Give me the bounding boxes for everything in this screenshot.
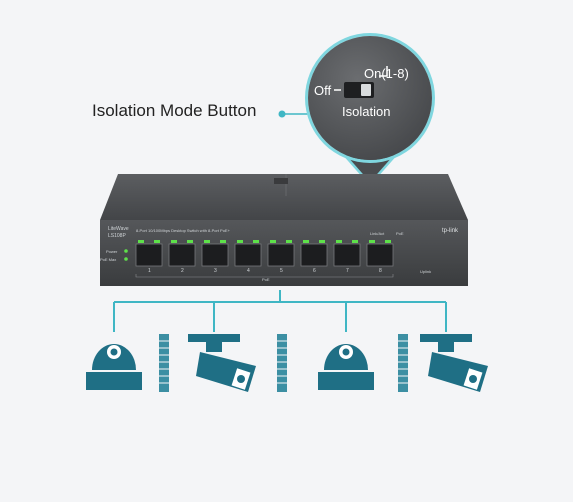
rj45-port [300, 243, 328, 267]
port-led [138, 240, 144, 243]
poe-bottom-label: PoE [262, 277, 270, 282]
link-act-label: Link/Act [370, 231, 385, 236]
port-led [352, 240, 358, 243]
brick-wall-icon [277, 334, 287, 392]
poe-max-label: PoE Max [100, 257, 117, 262]
port-number: 1 [148, 268, 151, 274]
port-number: 2 [181, 268, 184, 274]
status-led [124, 257, 128, 261]
port-led [336, 240, 342, 243]
port-led [204, 240, 210, 243]
port-led [303, 240, 309, 243]
model-name: LS108P [108, 233, 126, 239]
status-led [124, 249, 128, 253]
brick-wall-icon [159, 334, 169, 392]
brick-wall-icon [398, 334, 408, 392]
port-led [154, 240, 160, 243]
model-small: LiteWave [108, 226, 129, 232]
poe-header-label: PoE [396, 231, 404, 236]
rj45-port [267, 243, 295, 267]
port-number: 7 [346, 268, 349, 274]
port-number: 5 [280, 268, 283, 274]
port-led [286, 240, 292, 243]
rj45-port [201, 243, 229, 267]
dome-camera-icon [318, 344, 374, 390]
rj45-port [333, 243, 361, 267]
callout-label: Isolation Mode Button [92, 101, 257, 120]
port-led [171, 240, 177, 243]
device-description: 8-Port 10/100Mbps Desktop Switch with 8-… [136, 228, 230, 233]
port-led [270, 240, 276, 243]
bullet-camera-icon [188, 334, 256, 392]
on-label: On(1-8) [364, 66, 409, 81]
port-led [253, 240, 259, 243]
rj45-port [135, 243, 163, 267]
bullet-camera-icon [420, 334, 488, 392]
port-led [237, 240, 243, 243]
isolation-button-zoom: On(1-8) Off Isolation [308, 36, 432, 160]
port-number: 8 [379, 268, 382, 274]
rj45-port [366, 243, 394, 267]
port-number: 6 [313, 268, 316, 274]
poe-bracket [135, 274, 394, 278]
toggle-switch-icon [334, 66, 388, 98]
port-led [220, 240, 226, 243]
off-label: Off [314, 83, 332, 98]
port-number: 4 [247, 268, 250, 274]
rj45-port [234, 243, 262, 267]
uplink-label: Uplink [420, 269, 432, 274]
dome-camera-icon [86, 344, 142, 390]
port-led [187, 240, 193, 243]
power-label: Power [106, 249, 118, 254]
switch-body [100, 174, 468, 286]
port-led [319, 240, 325, 243]
brand-logo: tp-link [442, 228, 459, 234]
port-led [369, 240, 375, 243]
port-led [385, 240, 391, 243]
port-number: 3 [214, 268, 217, 274]
network-switch: LiteWave LS108P 8-Port 10/100Mbps Deskto… [96, 170, 472, 290]
isolation-label: Isolation [342, 104, 391, 119]
rj45-port [168, 243, 196, 267]
